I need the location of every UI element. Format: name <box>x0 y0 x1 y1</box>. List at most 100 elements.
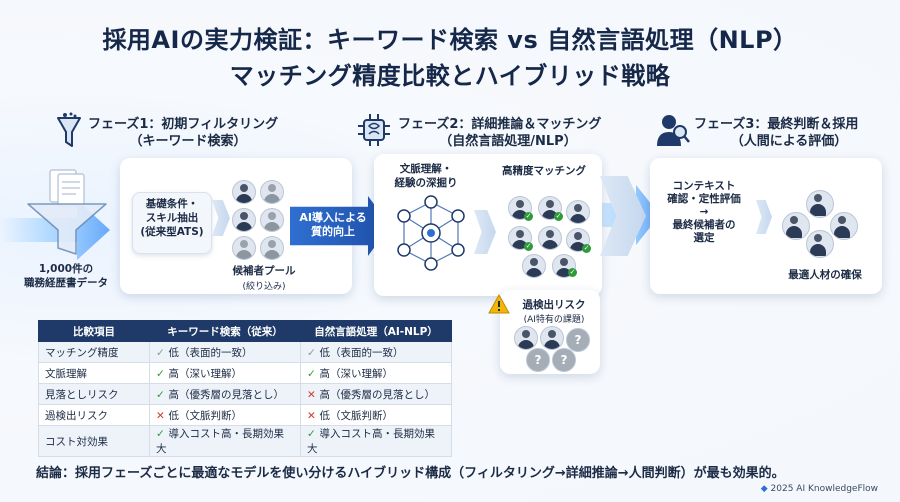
table-cell-text: 低（文脈判断） <box>319 409 393 422</box>
keyword-filter-box: 基礎条件・ スキル抽出 (従来型ATS) <box>132 192 212 254</box>
phase1-chevron <box>212 200 230 236</box>
table-cell-text: 高（深い理解） <box>319 367 393 380</box>
check-icon: ✓ <box>524 242 533 251</box>
table-cell-nlp: ✓ 高（深い理解） <box>300 362 452 384</box>
input-data-label: 1,000件の 職務経歴書データ <box>14 262 118 290</box>
phase1-header-sub: （キーワード検索） <box>129 134 247 149</box>
risk-candidates: ? ? ? <box>514 326 594 372</box>
page-subtitle: マッチング精度比較とハイブリッド戦略 <box>229 62 671 90</box>
table-cell-nlp: ✕ 高（優秀層の見落とし） <box>300 383 452 405</box>
footer-credit: ◆ 2025 AI KnowledgeFlow <box>761 484 878 494</box>
comparison-table: 比較項目 キーワード検索（従来） 自然言語処理（AI-NLP） マッチング精度✓… <box>38 320 452 457</box>
final-result-label: 最適人材の確保 <box>788 269 862 281</box>
knowledgeflow-logo-icon: ◆ <box>760 484 768 494</box>
candidate-avatar <box>522 254 546 278</box>
context-understanding-label: 文脈理解・ 経験の深掘り <box>394 163 458 189</box>
matched-candidates: ✓ ✓ ✓ ✓ ✓ <box>508 196 591 278</box>
phase3-chevron <box>756 200 772 234</box>
phase3-header: フェーズ3：最終判断＆採用 （人間による評価） <box>694 116 884 150</box>
table-cell-nlp: ✕ 低（文脈判断） <box>300 404 452 426</box>
unknown-candidate-icon: ? <box>526 348 550 372</box>
table-row: コスト対効果✓ 導入コスト高・長期効果大✓ 導入コスト高・長期効果大 <box>38 425 452 457</box>
phase1-header: フェーズ1：初期フィルタリング （キーワード検索） <box>88 116 288 150</box>
candidate-avatar <box>260 208 284 232</box>
table-cell-text: 高（優秀層の見落とし） <box>319 388 435 401</box>
table-cell-keyword: ✕ 低（文脈判断） <box>149 404 301 426</box>
check-icon: ✓ <box>307 367 320 380</box>
candidate-pool-label: 候補者プール <box>232 265 296 277</box>
table-header-item: 比較項目 <box>38 320 150 342</box>
candidate-avatar <box>782 212 810 240</box>
candidate-avatar <box>260 180 284 204</box>
table-cell-keyword: ✓ 高（優秀層の見落とし） <box>149 383 301 405</box>
candidate-pool-sub: (絞り込み) <box>242 282 286 292</box>
check-icon: ✓ <box>156 428 169 440</box>
conclusion-text: 結論：採用フェーズごとに最適なモデルを使い分けるハイブリッド構成（フィルタリング… <box>36 466 785 481</box>
table-cell-nlp: ✓ 導入コスト高・長期効果大 <box>300 425 452 457</box>
check-icon: ✓ <box>307 428 320 440</box>
candidate-avatar <box>806 230 834 258</box>
phase3-header-title: フェーズ3：最終判断＆採用 <box>694 117 859 132</box>
table-cell-item: 文脈理解 <box>38 362 150 384</box>
table-row: マッチング精度✓ 低（表面的一致）✓ 低（表面的一致） <box>38 341 452 363</box>
warning-icon <box>488 294 510 314</box>
table-header-nlp: 自然言語処理（AI-NLP） <box>300 320 452 342</box>
candidate-avatar <box>232 236 256 260</box>
candidate-avatar <box>830 212 858 240</box>
check-icon: ✓ <box>568 268 577 277</box>
resume-funnel-icon <box>27 169 107 255</box>
phase2-header: フェーズ2：詳細推論＆マッチング （自然言語処理/NLP） <box>398 116 618 150</box>
input-data-label-1: 1,000件の <box>38 263 94 275</box>
table-cell-text: 高（優秀層の見落とし） <box>168 388 284 401</box>
funnel-icon <box>57 112 81 147</box>
candidate-avatar <box>232 208 256 232</box>
phase2-header-sub: （自然言語処理/NLP） <box>439 134 577 149</box>
high-precision-match-label: 高精度マッチング <box>502 165 586 177</box>
candidate-avatar <box>538 196 562 220</box>
human-evaluation-text: コンテキスト 確認・定性評価 → 最終候補者の 選定 <box>667 180 741 244</box>
table-cell-keyword: ✓ 高（深い理解） <box>149 362 301 384</box>
input-data-label-2: 職務経歴書データ <box>24 277 108 289</box>
phase2-chevron <box>474 210 496 254</box>
table-cell-nlp: ✓ 低（表面的一致） <box>300 341 452 363</box>
table-cell-text: 低（表面的一致） <box>168 346 253 359</box>
cross-icon: ✕ <box>307 388 320 401</box>
check-icon: ✓ <box>582 244 591 253</box>
risk-subtitle: (AI特有の課題) <box>523 315 585 325</box>
candidate-avatar <box>806 190 834 218</box>
table-cell-text: 高（深い理解） <box>168 367 242 380</box>
risk-title: 過検出リスク <box>522 299 586 311</box>
unknown-candidate-icon: ? <box>552 348 576 372</box>
phase2-header-title: フェーズ2：詳細推論＆マッチング <box>398 117 602 132</box>
page-title: 採用AIの実力検証：キーワード検索 vs 自然言語処理（NLP） <box>102 26 798 54</box>
candidate-avatar <box>260 236 284 260</box>
table-cell-text: 導入コスト高・長期効果大 <box>156 428 284 455</box>
check-icon: ✓ <box>554 212 563 221</box>
candidate-avatar <box>538 226 562 250</box>
table-cell-text: 導入コスト高・長期効果大 <box>307 428 435 455</box>
ai-improvement-label: AI導入による 質的向上 <box>299 211 367 238</box>
candidate-avatar <box>540 326 564 350</box>
table-cell-item: 過検出リスク <box>38 404 150 426</box>
neural-network-icon <box>397 195 465 271</box>
table-cell-item: 見落としリスク <box>38 383 150 405</box>
cross-icon: ✕ <box>156 409 169 422</box>
cross-icon: ✕ <box>307 409 320 422</box>
candidate-avatar <box>514 326 538 350</box>
ai-chip-icon <box>358 114 390 146</box>
gray-check-icon: ✓ <box>156 346 169 359</box>
table-header-row: 比較項目 キーワード検索（従来） 自然言語処理（AI-NLP） <box>38 320 452 342</box>
table-cell-keyword: ✓ 導入コスト高・長期効果大 <box>149 425 301 457</box>
table-cell-item: マッチング精度 <box>38 341 150 363</box>
recruiter-search-icon <box>657 115 690 146</box>
final-hires <box>782 190 872 260</box>
table-cell-text: 低（表面的一致） <box>319 346 404 359</box>
candidate-avatar <box>566 200 590 224</box>
table-row: 見落としリスク✓ 高（優秀層の見落とし）✕ 高（優秀層の見落とし） <box>38 383 452 405</box>
table-cell-text: 低（文脈判断） <box>168 409 242 422</box>
check-icon: ✓ <box>524 212 533 221</box>
table-header-keyword: キーワード検索（従来） <box>149 320 301 342</box>
table-row: 文脈理解✓ 高（深い理解）✓ 高（深い理解） <box>38 362 452 384</box>
check-icon: ✓ <box>156 388 169 401</box>
footer-text: 2025 AI KnowledgeFlow <box>770 484 878 494</box>
